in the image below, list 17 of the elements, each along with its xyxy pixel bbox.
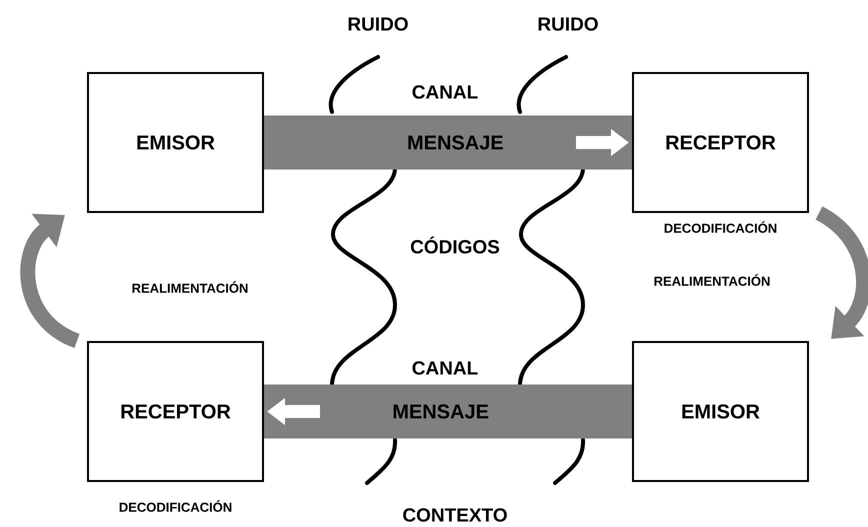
label: REALIMENTACIÓN — [132, 281, 248, 293]
box: RECEPTOR — [632, 72, 809, 213]
message-band — [264, 116, 632, 170]
caption-text: DECODIFICACIÓN — [120, 500, 232, 512]
edge-label: MENSAJE — [406, 134, 505, 151]
box: RECEPTOR — [87, 341, 264, 482]
label: CÓDIGOS — [410, 236, 500, 254]
box: EMISOR — [87, 72, 264, 213]
label: RUIDO — [538, 17, 598, 31]
caption-text: DECODIFICACIÓN — [664, 221, 776, 233]
label: REALIMENTACIÓN — [654, 274, 770, 286]
edge-label: MENSAJE — [391, 403, 490, 420]
label: CONTEXTO — [403, 508, 507, 522]
label: CANAL — [412, 361, 478, 375]
box: EMISOR — [632, 341, 809, 482]
label: CANAL — [412, 85, 478, 99]
label: RUIDO — [348, 17, 408, 31]
